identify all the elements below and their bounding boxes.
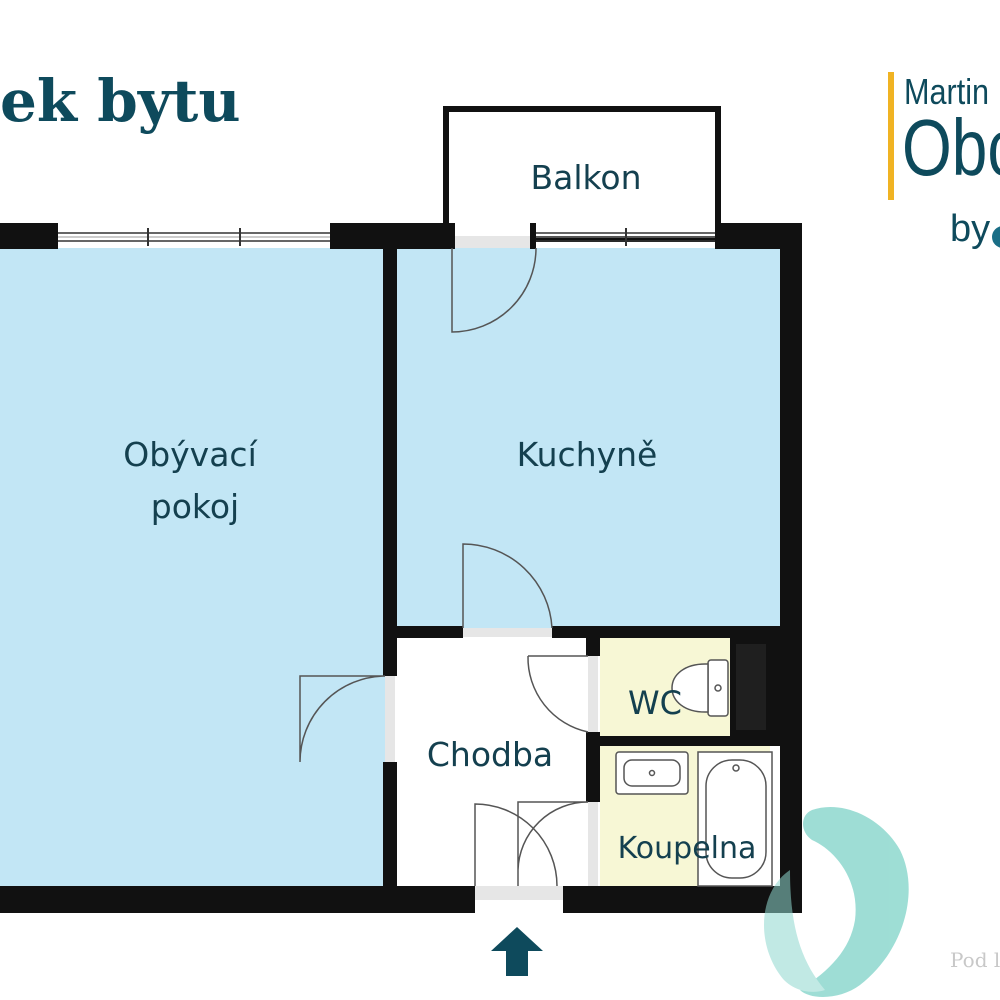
room-label-living-line2: pokoj [151, 487, 239, 526]
sink [615, 751, 689, 795]
wall [563, 886, 802, 913]
room-label-bathroom: Koupelna [618, 831, 757, 866]
room-label-kitchen: Kuchyně [517, 435, 658, 474]
wall [552, 626, 780, 638]
logo-line1: Martin [904, 71, 990, 112]
wall [0, 886, 475, 913]
kitchen-area [395, 248, 780, 628]
logo-line3: by [950, 208, 991, 250]
living-room-area [0, 248, 385, 886]
entrance-arrow-icon [491, 927, 543, 976]
wave-mark-icon [763, 806, 909, 997]
door-swings [299, 247, 589, 887]
wall [395, 626, 463, 638]
wall [780, 223, 802, 913]
toilet [671, 659, 729, 717]
wall [600, 736, 780, 746]
door-opening [588, 656, 598, 732]
wall [586, 638, 600, 656]
entrance-opening [475, 886, 563, 900]
shaft [736, 644, 766, 730]
room-label-hallway: Chodba [427, 735, 553, 774]
door-opening [385, 676, 395, 762]
door-opening [463, 628, 552, 637]
room-label-balcony: Balkon [530, 158, 641, 197]
living-room-window [58, 228, 330, 246]
room-label-living-line1: Obývací [123, 435, 258, 474]
wall [530, 223, 536, 249]
balcony-door-opening [455, 236, 530, 248]
door-opening [588, 802, 598, 886]
page-title: ek bytu [0, 67, 241, 135]
wall [330, 223, 450, 249]
wall [383, 248, 397, 676]
wall [450, 223, 455, 249]
kitchen-window [536, 228, 715, 246]
bathtub [697, 751, 773, 887]
room-label-wc: WC [628, 684, 682, 722]
wall [586, 732, 600, 802]
watermark: Pod l [950, 948, 1000, 972]
logo-dot-icon [992, 226, 1000, 248]
logo-line2: Obc [902, 103, 1000, 192]
wall [383, 762, 397, 886]
balcony-wall [443, 106, 721, 242]
logo-accent-bar [888, 72, 894, 200]
balcony-area [448, 110, 716, 238]
wall [0, 223, 58, 249]
brand-logo: Martin Obc by [888, 70, 1000, 260]
